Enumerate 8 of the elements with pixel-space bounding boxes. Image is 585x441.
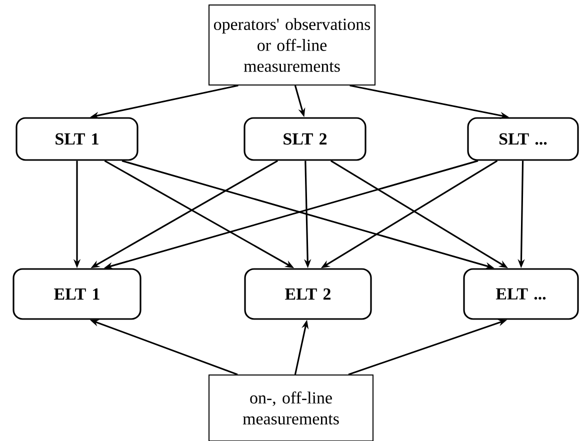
rounded-box: ELT ...: [463, 268, 579, 320]
text-box: operators' observations or off-line measurements: [208, 4, 376, 86]
rounded-box: ELT 1: [12, 268, 142, 320]
rounded-box: SLT ...: [467, 117, 579, 161]
rounded-box: SLT 1: [16, 117, 138, 161]
rounded-box: ELT 2: [244, 268, 372, 320]
text-box: on-, off-line measurements: [208, 374, 374, 441]
rounded-box: SLT 2: [244, 117, 366, 161]
